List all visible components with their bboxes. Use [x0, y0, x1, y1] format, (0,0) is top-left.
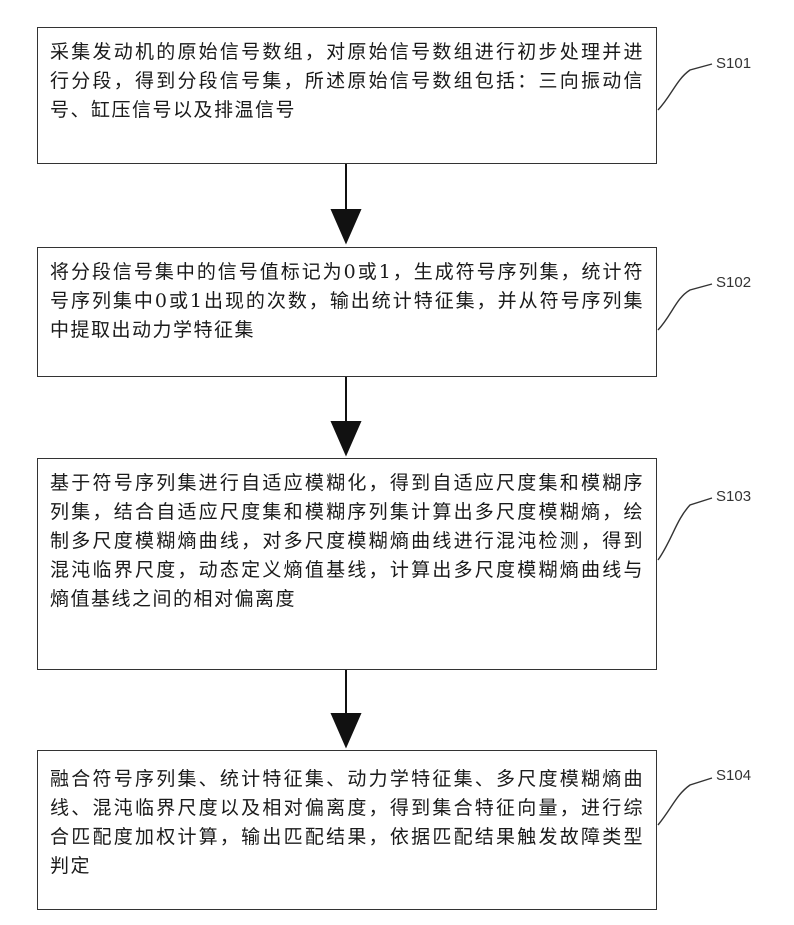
step-label-s103: S103	[716, 488, 751, 505]
arrow-2-head	[332, 422, 360, 454]
step-label-s104: S104	[716, 767, 751, 784]
step-label-s102: S102	[716, 274, 751, 291]
arrow-1-head	[332, 210, 360, 242]
arrow-3-head	[332, 714, 360, 746]
leader-s102	[658, 284, 712, 330]
step-text: 基于符号序列集进行自适应模糊化，得到自适应尺度集和模糊序列集，结合自适应尺度集和…	[50, 472, 644, 610]
step-box-s104: 融合符号序列集、统计特征集、动力学特征集、多尺度模糊熵曲线、混沌临界尺度以及相对…	[37, 750, 657, 910]
step-text: 融合符号序列集、统计特征集、动力学特征集、多尺度模糊熵曲线、混沌临界尺度以及相对…	[50, 768, 644, 877]
step-text: 采集发动机的原始信号数组，对原始信号数组进行初步处理并进行分段，得到分段信号集，…	[50, 41, 644, 121]
step-box-s103: 基于符号序列集进行自适应模糊化，得到自适应尺度集和模糊序列集，结合自适应尺度集和…	[37, 458, 657, 670]
step-box-s102: 将分段信号集中的信号值标记为0或1，生成符号序列集，统计符号序列集中0或1出现的…	[37, 247, 657, 377]
leader-s103	[658, 498, 712, 560]
step-text: 将分段信号集中的信号值标记为0或1，生成符号序列集，统计符号序列集中0或1出现的…	[50, 261, 644, 341]
step-box-s101: 采集发动机的原始信号数组，对原始信号数组进行初步处理并进行分段，得到分段信号集，…	[37, 27, 657, 164]
step-label-s101: S101	[716, 55, 751, 72]
leader-s101	[658, 64, 712, 110]
leader-s104	[658, 778, 712, 825]
